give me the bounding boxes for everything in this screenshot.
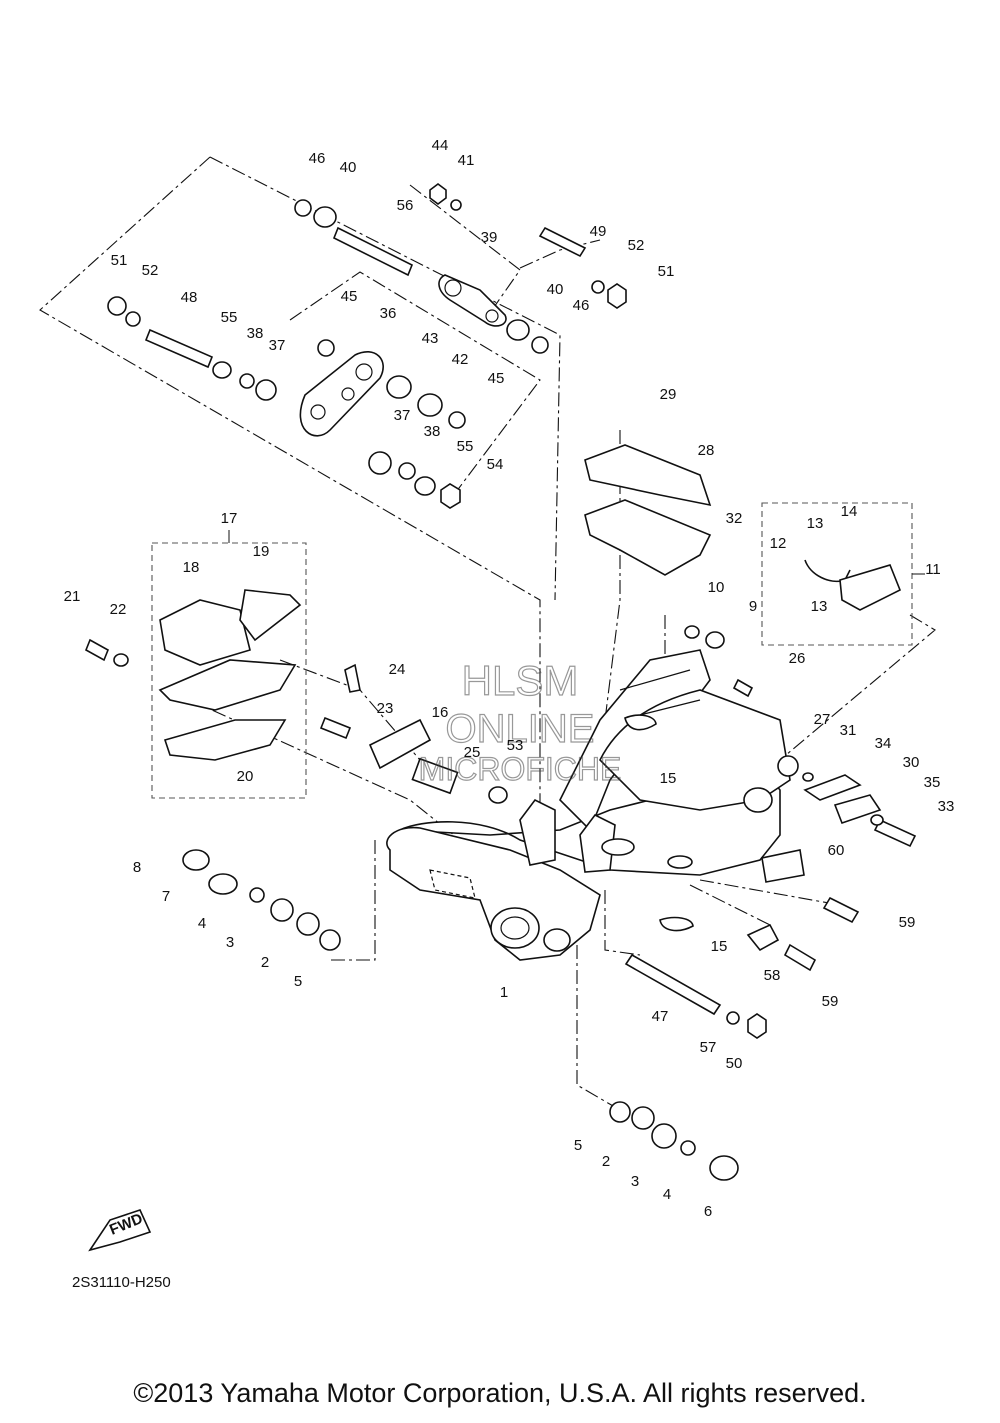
callout-c46b: 46 — [573, 297, 590, 314]
callout-c13b: 13 — [811, 598, 828, 615]
callout-c54: 54 — [487, 456, 504, 473]
callout-c13a: 13 — [807, 515, 824, 532]
callout-c1: 1 — [500, 984, 508, 1001]
guards-plates — [158, 444, 902, 952]
callout-c47: 47 — [652, 1008, 669, 1025]
callout-c11: 11 — [925, 561, 941, 578]
callout-c24: 24 — [389, 661, 406, 678]
callout-c3a: 3 — [226, 934, 234, 951]
callout-c29: 29 — [660, 386, 677, 403]
callout-c22: 22 — [110, 601, 127, 618]
callout-c14: 14 — [841, 503, 858, 520]
callout-c37a: 37 — [269, 337, 286, 354]
shafts-bolts — [84, 226, 917, 1016]
callout-c59b: 59 — [822, 993, 839, 1010]
callout-c27: 27 — [814, 711, 831, 728]
callout-c15b: 15 — [711, 938, 728, 955]
callout-c5a: 5 — [294, 973, 302, 990]
diagram-code: 2S31110-H250 — [72, 1274, 171, 1291]
callout-c28: 28 — [698, 442, 715, 459]
callout-c15a: 15 — [660, 770, 677, 787]
callout-c9: 9 — [749, 598, 757, 615]
watermark: HLSM ONLINE MICROFICHE — [418, 656, 622, 787]
callout-c35: 35 — [924, 774, 941, 791]
group-box-11 — [761, 502, 913, 646]
callout-c52a: 52 — [628, 237, 645, 254]
callout-c8: 8 — [133, 859, 141, 876]
callout-c55b: 55 — [457, 438, 474, 455]
fwd-arrow-icon: FWD — [88, 1209, 152, 1252]
callout-c6: 6 — [704, 1203, 712, 1220]
callout-c16: 16 — [432, 704, 449, 721]
callout-c40a: 40 — [340, 159, 357, 176]
group-box-17 — [151, 542, 307, 799]
callout-c2b: 2 — [602, 1153, 610, 1170]
callout-c5b: 5 — [574, 1137, 582, 1154]
callout-c10: 10 — [708, 579, 725, 596]
callout-c48: 48 — [181, 289, 198, 306]
callout-c25: 25 — [464, 744, 481, 761]
callout-c30: 30 — [903, 754, 920, 771]
callout-c46a: 46 — [309, 150, 326, 167]
callout-c3b: 3 — [631, 1173, 639, 1190]
relay-arm-36 — [299, 351, 384, 437]
callout-c57: 57 — [700, 1039, 717, 1056]
callout-c56: 56 — [397, 197, 414, 214]
callout-c17: 17 — [221, 510, 238, 527]
callout-c21: 21 — [64, 588, 81, 605]
callout-c36: 36 — [380, 305, 397, 322]
callout-c12: 12 — [770, 535, 787, 552]
connecting-rod-39 — [438, 274, 507, 327]
callout-c7: 7 — [162, 888, 170, 905]
bearings-collars-washers — [107, 183, 884, 1181]
watermark-line3: MICROFICHE — [419, 751, 622, 787]
callout-c20: 20 — [237, 768, 254, 785]
callout-c42: 42 — [452, 351, 469, 368]
callout-c33: 33 — [938, 798, 955, 815]
watermark-line1: HLSM — [462, 657, 579, 704]
callout-c31: 31 — [840, 722, 857, 739]
callout-c51b: 51 — [111, 252, 128, 269]
callout-c59a: 59 — [899, 914, 916, 931]
swingarm-body — [386, 649, 791, 961]
watermark-line2: ONLINE — [446, 707, 595, 751]
callout-c26: 26 — [789, 650, 806, 667]
callout-c60: 60 — [828, 842, 845, 859]
callout-c55a: 55 — [221, 309, 238, 326]
copyright-notice: ©2013 Yamaha Motor Corporation, U.S.A. A… — [133, 1378, 867, 1408]
callout-c38b: 38 — [424, 423, 441, 440]
callout-c52b: 52 — [142, 262, 159, 279]
callout-c4a: 4 — [198, 915, 206, 932]
callout-c44: 44 — [432, 137, 449, 154]
callout-c43: 43 — [422, 330, 439, 347]
callout-c18: 18 — [183, 559, 200, 576]
callout-c37b: 37 — [394, 407, 411, 424]
callout-c38a: 38 — [247, 325, 264, 342]
callout-c4b: 4 — [663, 1186, 671, 1203]
callout-c45a: 45 — [341, 288, 358, 305]
callout-c41: 41 — [458, 152, 475, 169]
callout-c23: 23 — [377, 700, 394, 717]
callout-c49: 49 — [590, 223, 607, 240]
callout-c53: 53 — [507, 737, 524, 754]
callout-c58: 58 — [764, 967, 781, 984]
callout-c50: 50 — [726, 1055, 743, 1072]
callout-c34: 34 — [875, 735, 892, 752]
callout-c40b: 40 — [547, 281, 564, 298]
callout-c32: 32 — [726, 510, 743, 527]
callout-c2a: 2 — [261, 954, 269, 971]
callout-c19: 19 — [253, 543, 270, 560]
callout-c45b: 45 — [488, 370, 505, 387]
callout-c51a: 51 — [658, 263, 675, 280]
callout-c39: 39 — [481, 229, 498, 246]
